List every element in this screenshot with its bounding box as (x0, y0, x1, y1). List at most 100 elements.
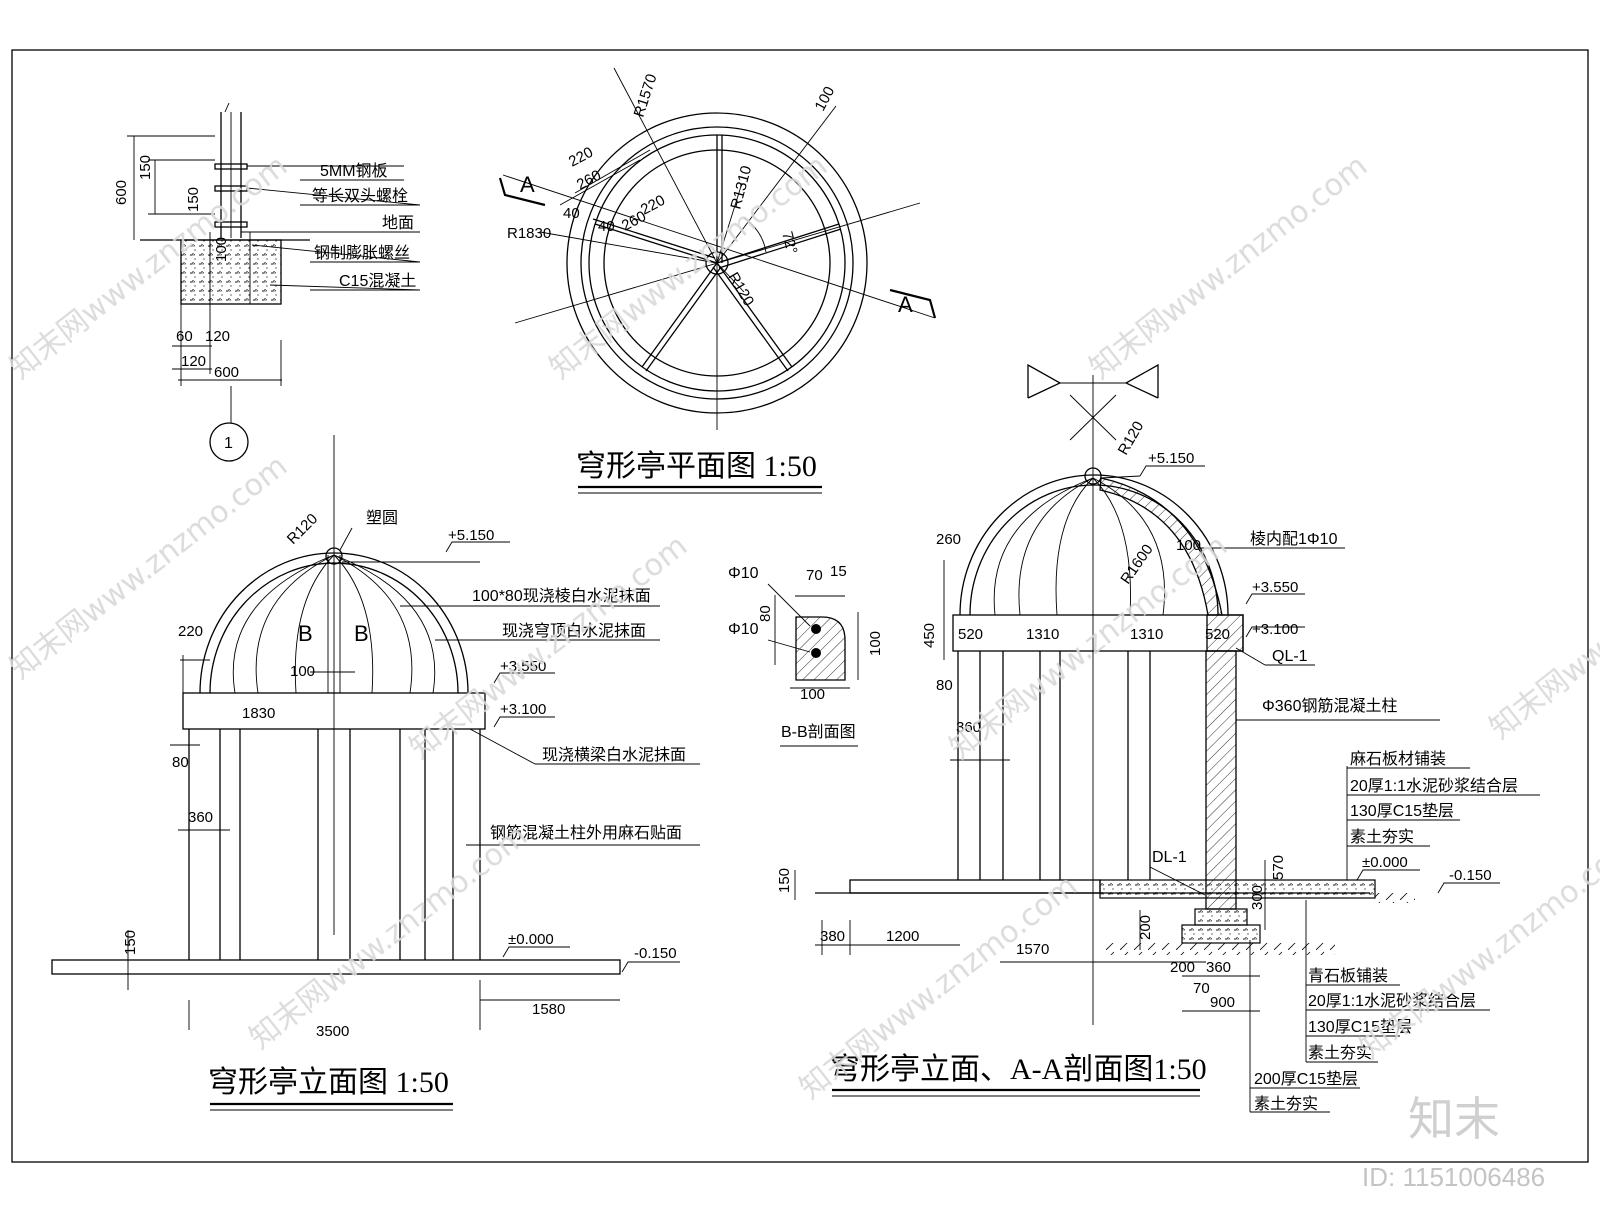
sec-level-neg: -0.150 (1449, 867, 1492, 884)
dim-100: 100 (213, 237, 230, 262)
image-id: ID: 1151006486 (1362, 1162, 1545, 1192)
elev-level-3100: +3.100 (500, 701, 546, 718)
sec-label-column: Φ360钢筋混凝土柱 (1262, 697, 1397, 715)
sec-dim-150: 150 (776, 868, 793, 893)
sec-dim-360-b: 360 (1206, 959, 1231, 976)
sec-dim-260: 260 (936, 531, 961, 548)
plan-view: A A R1570 100 R1310 220 260 220 260 40 4… (498, 67, 937, 494)
plan-dim-40-a: 40 (563, 205, 580, 222)
stone-layer-3: 素土夯实 (1308, 1044, 1372, 1062)
plan-title: 穹形亭平面图 1:50 (576, 450, 817, 483)
label-ground: 地面 (382, 214, 414, 232)
elev-level-0: ±0.000 (508, 931, 554, 948)
bb-dim-100-v: 100 (867, 631, 884, 656)
paving-layer-1: 20厚1:1水泥砂浆结合层 (1350, 777, 1518, 795)
dim-60: 60 (176, 328, 193, 345)
bb-dim-70: 70 (806, 567, 823, 584)
elev-level-neg: -0.150 (634, 945, 677, 962)
label-bolt: 等长双头螺栓 (312, 187, 408, 205)
sec-r120: R120 (1115, 418, 1148, 458)
sec-dim-200-v: 200 (1137, 915, 1154, 940)
elev-label-beam: 现浇横梁白水泥抹面 (542, 746, 686, 764)
c15-concrete-block (180, 239, 282, 305)
bb-section: Φ10 Φ10 70 15 80 100 100 B-B剖面图 (728, 563, 884, 747)
label-steel-plate: 5MM钢板 (320, 162, 388, 180)
sec-dim-520-a: 520 (958, 626, 983, 643)
sec-dim-450: 450 (921, 623, 938, 648)
base-detail: 5MM钢板 等长双头螺栓 地面 钢制膨胀螺丝 C15混凝土 600 150 15… (113, 102, 421, 462)
elev-label-dome: 现浇穹顶白水泥抹面 (502, 622, 646, 640)
plan-angle-72: 72° (778, 230, 800, 256)
sec-dim-1310-a: 1310 (1026, 626, 1059, 643)
sec-top-level: +5.150 (1148, 450, 1194, 467)
elev-dim-80: 80 (172, 754, 189, 771)
elev-dim-3500: 3500 (316, 1023, 349, 1040)
sec-level-0: ±0.000 (1362, 854, 1408, 871)
sec-dim-1310-b: 1310 (1130, 626, 1163, 643)
elev-dim-360: 360 (188, 809, 213, 826)
dim-150-a: 150 (137, 155, 154, 180)
sec-label-dl: DL-1 (1152, 849, 1187, 866)
label-expansion-screw: 钢制膨胀螺丝 (314, 244, 410, 262)
elev-label-round: 塑圆 (366, 509, 398, 527)
elev-section-b2: B (354, 621, 369, 646)
sec-label-rib-bar: 棱内配1Φ10 (1250, 530, 1338, 548)
dim-600-vertical: 600 (113, 180, 130, 205)
section-aa: R120 +5.150 R1600 100 棱内配1Φ10 +3.550 +3.… (776, 363, 1540, 1113)
plan-dim-100: 100 (812, 84, 839, 114)
bb-phi-b: Φ10 (728, 621, 759, 638)
paving-layer-2: 130厚C15垫层 (1350, 802, 1454, 820)
sec-dim-300: 300 (1249, 885, 1266, 910)
sec-dim-900: 900 (1210, 994, 1235, 1011)
plan-dim-220-a: 220 (566, 144, 596, 171)
watermark-8: 知末网www.znzmo.com (243, 818, 534, 1056)
watermark-4: 知末网www.znzmo.com (3, 448, 294, 686)
bb-dim-100-h: 100 (800, 686, 825, 703)
paving-layer-3: 素土夯实 (1350, 828, 1414, 846)
elev-dim-150: 150 (122, 930, 139, 955)
sheet-border (11, 49, 1589, 1163)
sec-dim-1570: 1570 (1016, 941, 1049, 958)
section-title: 穹形亭立面、A-A剖面图1:50 (830, 1053, 1207, 1086)
dim-150-b: 150 (185, 187, 202, 212)
sec-dim-1200: 1200 (886, 928, 919, 945)
plan-section-a2: A (898, 292, 913, 317)
watermark-3: 知末网www.znzmo.com (1083, 148, 1374, 386)
bb-phi-a: Φ10 (728, 565, 759, 582)
dim-600-horizontal: 600 (214, 364, 239, 381)
detail-marker-circle (209, 422, 249, 462)
sec-level-3550: +3.550 (1252, 579, 1298, 596)
plan-r1570: R1570 (631, 72, 661, 119)
plan-section-a1: A (520, 172, 535, 197)
sec-dim-80: 80 (936, 677, 953, 694)
elev-level-3550: +3.550 (500, 658, 546, 675)
dim-120-a: 120 (205, 328, 230, 345)
elev-dim-1580: 1580 (532, 1001, 565, 1018)
sec-dim-70: 70 (1193, 980, 1210, 997)
elev-label-column: 钢筋混凝土柱外用麻石贴面 (490, 824, 682, 842)
sec-dim-200-h: 200 (1170, 959, 1195, 976)
bb-title: B-B剖面图 (781, 723, 856, 741)
elevation-title: 穹形亭立面图 1:50 (208, 1066, 449, 1099)
paving-title: 麻石板材铺装 (1350, 750, 1446, 768)
sec-level-3100: +3.100 (1252, 621, 1298, 638)
dim-120-b: 120 (181, 353, 206, 370)
plan-dim-40-b: 40 (598, 218, 615, 235)
elev-top-level: +5.150 (448, 527, 494, 544)
detail-marker-number: 1 (224, 435, 233, 452)
sec-dim-380: 380 (820, 928, 845, 945)
sec-label-ql: QL-1 (1272, 648, 1308, 665)
stone-layer-5: 素土夯实 (1254, 1095, 1318, 1113)
stone-layer-2: 130厚C15垫层 (1308, 1018, 1412, 1036)
sec-dim-520-b: 520 (1205, 626, 1230, 643)
elev-dim-1830: 1830 (242, 705, 275, 722)
watermark-5: 知末网www.znzmo.com (403, 528, 694, 766)
elevation-view: R120 塑圆 +5.150 100*80现浇棱白水泥抹面 现浇穹顶白水泥抹面 … (51, 435, 700, 1111)
sec-dim-360: 360 (956, 719, 981, 736)
sec-dim-100: 100 (1176, 537, 1201, 554)
stone-title: 青石板铺装 (1308, 967, 1388, 985)
elev-r120: R120 (284, 510, 321, 547)
stone-layer-4: 200厚C15垫层 (1254, 1070, 1358, 1088)
bb-dim-15: 15 (830, 563, 847, 580)
